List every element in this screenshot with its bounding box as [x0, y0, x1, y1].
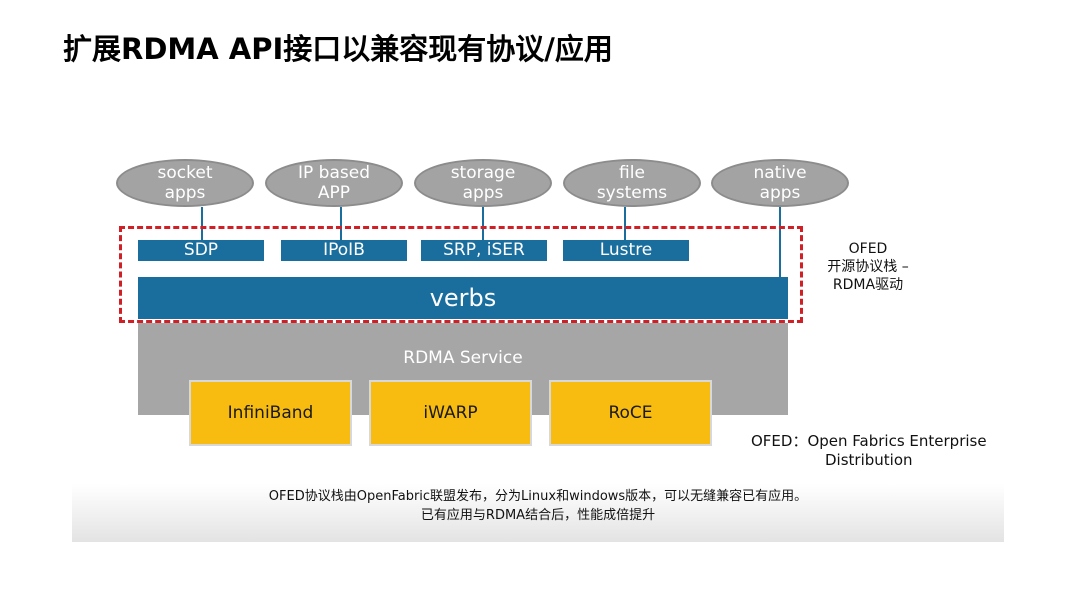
app-label-line2: apps — [462, 183, 504, 203]
verbs-layer: verbs — [138, 277, 788, 319]
connector-ip-ipoib — [340, 207, 342, 240]
ofed-boundary — [119, 226, 803, 323]
transport-infiniband: InfiniBand — [189, 380, 352, 446]
rdma-service-label: RDMA Service — [403, 348, 523, 368]
connector-socket-sdp — [201, 207, 203, 240]
app-label-line2: apps — [759, 183, 801, 203]
page-title: 扩展RDMA API接口以兼容现有协议/应用 — [63, 32, 613, 66]
app-label-line1: native — [753, 163, 807, 183]
footer-band — [72, 484, 1004, 542]
footer-text: OFED协议栈由OpenFabric联盟发布，分为Linux和windows版本… — [72, 487, 1004, 525]
ofed-def-line1: OFED：Open Fabrics Enterprise — [751, 432, 987, 450]
app-label-line1: file — [619, 163, 645, 183]
app-file-systems: file systems — [563, 159, 701, 207]
protocol-sdp: SDP — [138, 240, 264, 261]
app-socket-apps: socket apps — [116, 159, 254, 207]
connector-file-lustre — [624, 207, 626, 240]
ofed-note-line3: RDMA驱动 — [832, 277, 904, 293]
app-label-line1: IP based — [298, 163, 370, 183]
transport-iwarp: iWARP — [369, 380, 532, 446]
transport-roce: RoCE — [549, 380, 712, 446]
ofed-stack-note: OFED 开源协议栈 – RDMA驱动 — [818, 240, 918, 294]
app-native-apps: native apps — [711, 159, 849, 207]
protocol-ipoib: IPoIB — [281, 240, 407, 261]
protocol-lustre: Lustre — [563, 240, 689, 261]
ofed-note-line2: 开源协议栈 – — [827, 259, 909, 275]
ofed-note-line1: OFED — [848, 241, 888, 257]
app-label-line1: socket — [157, 163, 213, 183]
app-storage-apps: storage apps — [414, 159, 552, 207]
app-ip-based-app: IP based APP — [265, 159, 403, 207]
ofed-definition: OFED：Open Fabrics Enterprise Distributio… — [751, 432, 991, 470]
ofed-def-line2: Distribution — [825, 451, 913, 469]
app-label-line2: apps — [164, 183, 206, 203]
footer-line1: OFED协议栈由OpenFabric联盟发布，分为Linux和windows版本… — [268, 489, 808, 504]
protocol-srp-iser: SRP, iSER — [421, 240, 547, 261]
app-label-line2: systems — [596, 183, 668, 203]
connector-storage-srp — [482, 207, 484, 240]
connector-native-verbs — [779, 207, 781, 277]
app-label-line2: APP — [317, 183, 351, 203]
app-label-line1: storage — [450, 163, 516, 183]
footer-line2: 已有应用与RDMA结合后，性能成倍提升 — [420, 508, 656, 523]
